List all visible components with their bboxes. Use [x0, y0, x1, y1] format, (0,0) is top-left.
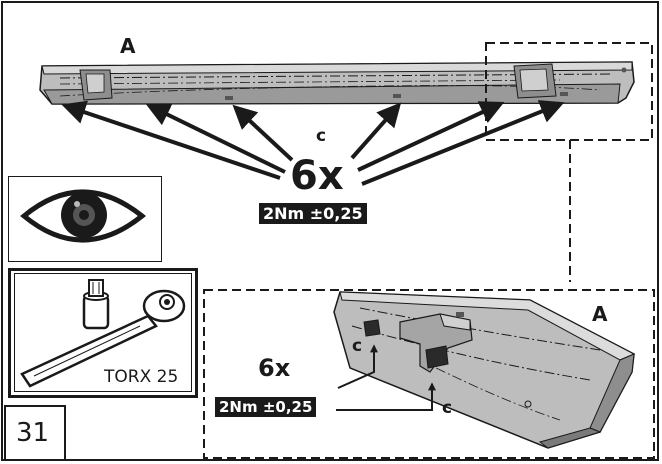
- detail-screw-label-c2: c: [442, 398, 453, 418]
- arrow-screw-2: [145, 103, 286, 174]
- ratchet-wrench-icon: [20, 289, 186, 388]
- detail-quantity-label: 6x: [258, 354, 291, 382]
- detail-callout-box: [485, 42, 653, 141]
- step-number: 31: [16, 418, 50, 448]
- detail-view-box: [203, 289, 655, 459]
- arrow-screw-3: [232, 104, 294, 162]
- arrow-screw-5: [357, 101, 505, 172]
- tool-panel: [8, 268, 198, 398]
- screw-label-c: c: [316, 126, 327, 146]
- inspect-panel: [8, 176, 162, 262]
- detail-arrows: [336, 344, 436, 411]
- torque-badge: 2Nm ±0,25: [259, 203, 367, 224]
- step-number-box: [4, 405, 66, 461]
- detail-screw-label-c1: c: [352, 336, 363, 356]
- detail-torque-badge: 2Nm ±0,25: [215, 397, 317, 417]
- part-label-a: A: [120, 34, 136, 58]
- eye-inspect-icon: [20, 189, 147, 243]
- tool-panel-inner: [14, 273, 192, 392]
- screw-detail-1: [363, 319, 381, 337]
- tool-name: TORX 25: [104, 367, 179, 387]
- quantity-label: 6x: [290, 153, 344, 199]
- screw-arrows: [61, 100, 565, 186]
- arrow-screw-1: [61, 100, 281, 180]
- detail-part-label-a: A: [592, 302, 608, 326]
- arrow-screw-4: [350, 102, 402, 160]
- screw-detail-2: [425, 345, 449, 369]
- bracket-part-top: [39, 61, 635, 105]
- bracket-part-detail: [333, 291, 636, 449]
- arrow-screw-6: [361, 100, 565, 186]
- torx-bit-icon: [82, 279, 110, 330]
